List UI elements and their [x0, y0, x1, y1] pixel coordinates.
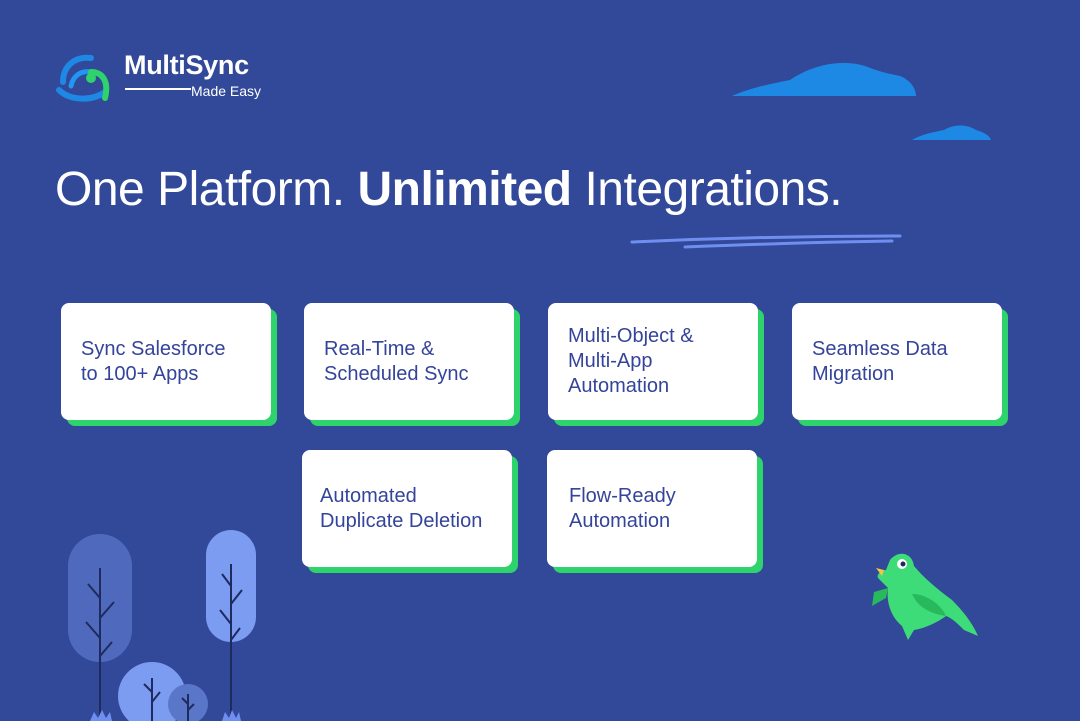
feature-card: Sync Salesforce to 100+ Apps — [61, 303, 271, 420]
feature-label: Multi-Object & Multi-App Automation — [568, 325, 694, 397]
feature-label: Flow-Ready Automation — [569, 484, 676, 532]
headline-bold: Unlimited — [357, 163, 572, 216]
headline-part1: One Platform. — [55, 163, 358, 216]
brand-divider — [125, 88, 191, 90]
brand-tagline: Made Easy — [191, 83, 262, 99]
headline-part2: Integrations. — [571, 163, 843, 216]
brand-name: MultiSync — [124, 50, 249, 80]
feature-label: Sync Salesforce to 100+ Apps — [81, 337, 226, 385]
feature-card: Real-Time & Scheduled Sync — [304, 303, 514, 420]
feature-card: Flow-Ready Automation — [547, 450, 757, 567]
bird-icon — [872, 553, 978, 640]
feature-card: Automated Duplicate Deletion — [302, 450, 512, 567]
cloud-icon — [912, 125, 991, 140]
feature-card: Multi-Object & Multi-App Automation — [548, 303, 758, 420]
headline: One Platform. Unlimited Integrations. — [55, 162, 843, 217]
feature-label: Real-Time & Scheduled Sync — [324, 337, 469, 385]
headline-underline — [630, 234, 902, 249]
brand-logo: MultiSync Made Easy — [55, 46, 285, 106]
feature-label: Automated Duplicate Deletion — [320, 484, 483, 532]
tree-icon — [206, 530, 256, 721]
feature-card: Seamless Data Migration — [792, 303, 1002, 420]
cloud-icon — [732, 62, 916, 96]
feature-label: Seamless Data Migration — [812, 337, 948, 385]
bush-icon — [118, 662, 208, 721]
multisync-logo-icon — [56, 54, 110, 102]
tree-icon — [68, 534, 132, 721]
